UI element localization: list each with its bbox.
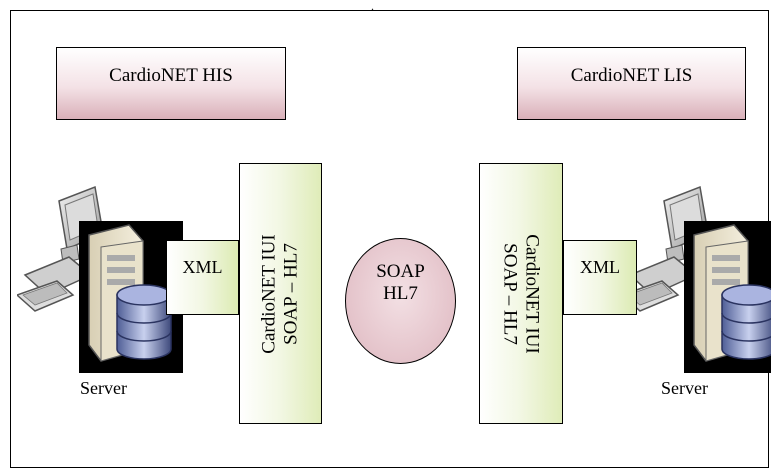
stray-dot: .: [371, 0, 374, 13]
xml-connector-right: XML: [563, 240, 637, 315]
soap-line1: SOAP: [376, 261, 425, 282]
soap-line2: HL7: [383, 283, 418, 304]
server-label-right: Server: [661, 378, 708, 398]
server-label-left: Server: [80, 378, 127, 398]
cardionet-his-box: CardioNET HIS: [56, 47, 286, 120]
database-icon: [721, 284, 771, 360]
iui-left-line2: SOAP – HL7: [280, 242, 302, 345]
iui-left-line1: CardioNET IUI: [258, 233, 280, 354]
cardionet-lis-box: CardioNET LIS: [517, 47, 746, 120]
cardionet-his-label: CardioNET HIS: [109, 64, 233, 86]
xml-connector-left: XML: [166, 240, 239, 315]
iui-left-text: CardioNET IUI SOAP – HL7: [259, 234, 303, 353]
soap-hl7-ellipse: SOAP HL7: [345, 238, 456, 364]
xml-label-left: XML: [182, 257, 223, 277]
iui-right-line1: CardioNET IUI: [522, 233, 543, 354]
cardionet-iui-right: CardioNET IUI SOAP – HL7: [479, 163, 563, 424]
left-server-illustration: [15, 183, 183, 373]
cardionet-iui-left: CardioNET IUI SOAP – HL7: [239, 163, 322, 424]
cardionet-lis-label: CardioNET LIS: [570, 64, 693, 86]
right-server-illustration: [620, 183, 771, 373]
iui-right-text: CardioNET IUI SOAP – HL7: [499, 234, 543, 353]
iui-right-line2: SOAP – HL7: [500, 242, 521, 345]
database-icon: [116, 284, 172, 360]
xml-label-right: XML: [580, 257, 620, 277]
